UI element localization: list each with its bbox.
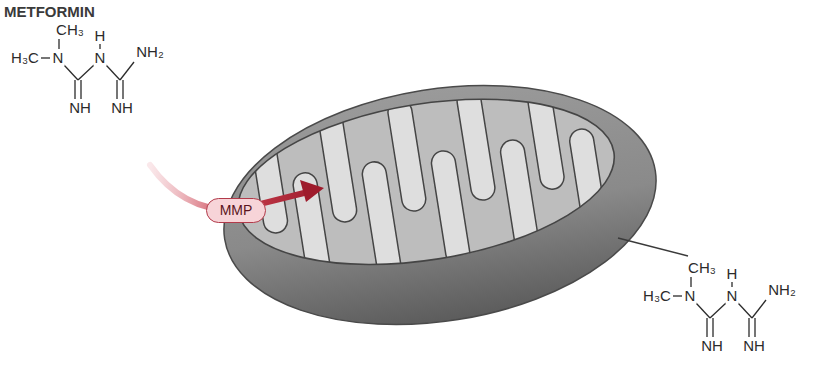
atom-label: N xyxy=(684,287,697,305)
crista xyxy=(430,149,472,266)
title: METFORMIN xyxy=(4,3,95,21)
atom-label: H xyxy=(726,265,739,283)
atom-label: NH xyxy=(700,337,724,355)
atom-label: N xyxy=(52,49,65,67)
atom-label: CH₃ xyxy=(55,21,85,39)
arrow-head xyxy=(300,180,324,202)
atom-label: NH xyxy=(110,99,134,117)
atom-symbol: N xyxy=(52,49,65,66)
atom-symbol: NH xyxy=(700,337,724,354)
atom-symbol: H₃C xyxy=(10,49,40,66)
atom-label: H₃C xyxy=(642,287,672,305)
atom-symbol: CH₃ xyxy=(55,21,85,38)
molecule-bonds xyxy=(41,39,134,99)
atom-symbol: H₃C xyxy=(642,287,672,304)
crista xyxy=(386,98,427,212)
atom-label: N xyxy=(94,49,107,67)
atom-symbol: NH₂ xyxy=(767,281,797,298)
atom-label: N xyxy=(726,287,739,305)
crista xyxy=(317,109,358,223)
atom-symbol: NH xyxy=(68,99,92,116)
atom-symbol: N xyxy=(684,287,697,304)
crista xyxy=(291,171,333,288)
atom-symbol: H xyxy=(726,265,739,282)
leader-line xyxy=(618,238,688,256)
atom-symbol: CH₃ xyxy=(687,259,717,276)
atom-label: NH xyxy=(742,337,766,355)
atom-symbol: NH₂ xyxy=(135,43,165,60)
atom-label: NH₂ xyxy=(767,281,797,299)
crista xyxy=(525,76,566,190)
atom-label: H xyxy=(94,27,107,45)
molecule-bonds xyxy=(673,277,766,337)
atom-label: NH₂ xyxy=(135,43,165,61)
crista xyxy=(361,160,403,277)
transporter-pill: MMP xyxy=(206,198,266,223)
atom-symbol: N xyxy=(94,49,107,66)
mitochondrion xyxy=(207,56,674,353)
atom-symbol: NH xyxy=(110,99,134,116)
node-text: MMP xyxy=(220,202,253,218)
atom-label: CH₃ xyxy=(687,259,717,277)
crista xyxy=(455,87,496,201)
title-text: METFORMIN xyxy=(4,3,95,20)
atom-symbol: H xyxy=(94,27,107,44)
atom-label: NH xyxy=(68,99,92,117)
atom-symbol: NH xyxy=(742,337,766,354)
atom-symbol: N xyxy=(726,287,739,304)
atom-label: H₃C xyxy=(10,49,40,67)
